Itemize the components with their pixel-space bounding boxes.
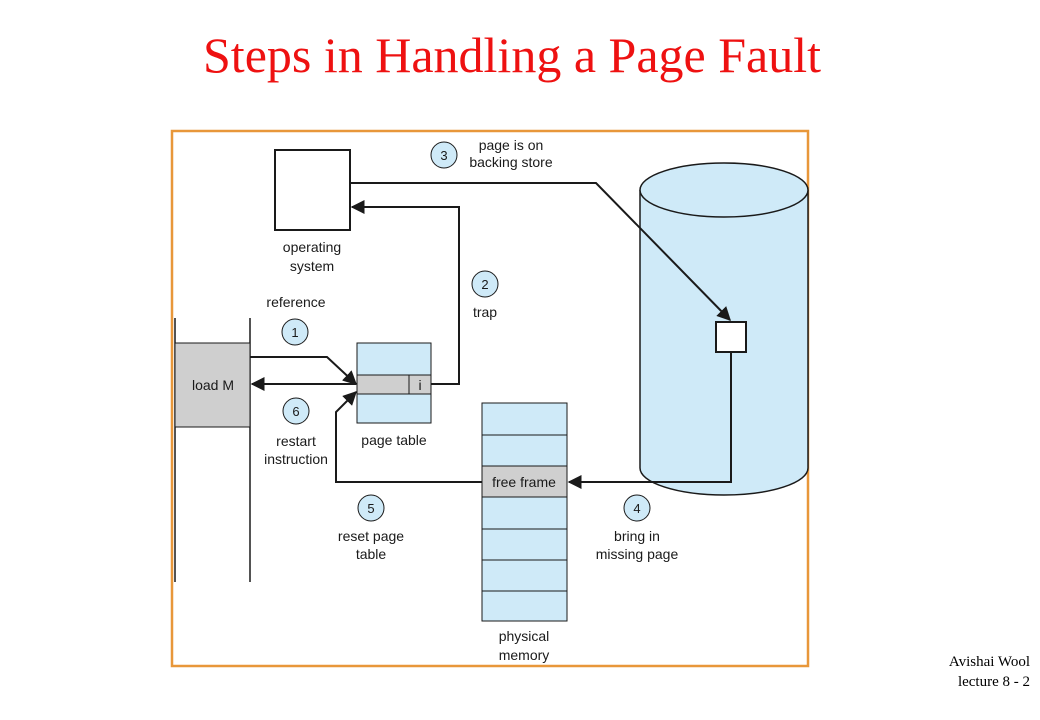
arrow-bring-in-page [567, 352, 732, 489]
slide-footer: Avishai Wool lecture 8 - 2 [949, 652, 1030, 692]
step-4-badge [623, 494, 651, 522]
missing-page-block [715, 321, 747, 353]
footer-lecture: lecture 8 - 2 [957, 674, 1030, 690]
step-6-badge [282, 397, 310, 425]
step-6-label-line-1: restart [276, 433, 316, 449]
physical-memory-label-line-2: memory [499, 647, 550, 663]
physical-memory-label-line-1: physical [499, 628, 550, 644]
load-instruction-box [174, 342, 251, 428]
arrow-reference [250, 356, 358, 385]
invalid-bit: i [418, 377, 421, 393]
step-6-number: 6 [292, 404, 299, 419]
step-2-badge [471, 270, 499, 298]
step-6-label-line-2: instruction [264, 451, 328, 467]
step-4-label-line-2: missing page [596, 546, 679, 562]
step-1-badge [281, 318, 309, 346]
free-frame-label: free frame [492, 474, 556, 490]
footer-author: Avishai Wool [948, 654, 1030, 670]
step-3-badge [430, 141, 458, 169]
step-4-number: 4 [633, 501, 640, 516]
step-1-number: 1 [291, 325, 298, 340]
operating-system-box [274, 149, 351, 231]
physical-memory [481, 402, 568, 622]
arrow-trap [350, 200, 460, 385]
step-1-label: reference [266, 294, 325, 310]
step-3-label-line-1: page is on [479, 137, 544, 153]
step-5-badge [357, 494, 385, 522]
page-table-label: page table [361, 432, 427, 448]
step-4-label-line-1: bring in [614, 528, 660, 544]
arrow-reset-page-table [335, 391, 482, 483]
step-5-label-line-1: reset page [338, 528, 404, 544]
step-2-number: 2 [481, 277, 488, 292]
arrow-backing-store [350, 182, 731, 322]
slide-title: Steps in Handling a Page Fault [203, 27, 821, 83]
os-label-line-1: operating [283, 239, 341, 255]
step-2-label: trap [473, 304, 497, 320]
step-5-number: 5 [367, 501, 374, 516]
os-label-line-2: system [290, 258, 334, 274]
load-instruction-label: load M [192, 377, 234, 393]
step-3-number: 3 [440, 148, 447, 163]
step-5-label-line-2: table [356, 546, 387, 562]
step-3-label-line-2: backing store [469, 154, 552, 170]
